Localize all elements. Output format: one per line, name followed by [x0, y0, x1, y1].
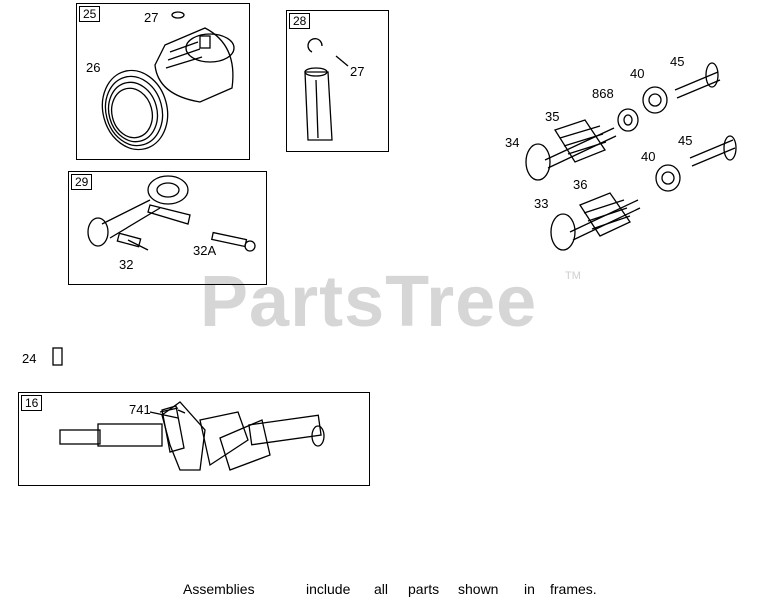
- frame-16-id: 16: [21, 395, 43, 411]
- callout-45-lower: 45: [678, 133, 693, 148]
- connecting-rod-drawing: [87, 175, 256, 252]
- footer-word: Assemblies: [183, 581, 255, 597]
- footer-word: shown: [458, 581, 499, 597]
- footer-word: include: [306, 581, 351, 597]
- leader-741: [177, 409, 186, 414]
- trademark-mark: TM: [565, 270, 581, 282]
- frame-28: 28: [286, 10, 389, 152]
- wrist-pin-drawing: [304, 38, 349, 141]
- frame-16: 16: [18, 392, 370, 486]
- frame-29-id: 29: [71, 174, 93, 190]
- piston-drawing: [154, 11, 235, 103]
- valve-train-drawing: [525, 62, 737, 251]
- callout-741: 741: [129, 402, 151, 417]
- footer-word: in: [524, 581, 535, 597]
- frame-25: 25: [76, 3, 250, 160]
- frame-28-id: 28: [289, 13, 311, 29]
- callout-35: 35: [545, 109, 560, 124]
- callout-27-piston: 27: [144, 10, 159, 25]
- callout-33: 33: [534, 196, 549, 211]
- callout-36: 36: [573, 177, 588, 192]
- callout-24: 24: [22, 351, 37, 366]
- footer-word: all: [374, 581, 389, 597]
- footer-word: frames.: [550, 581, 597, 597]
- callout-34: 34: [505, 135, 520, 150]
- callout-27-pin: 27: [350, 64, 365, 79]
- callout-45-upper: 45: [670, 54, 685, 69]
- crankshaft-drawing: [59, 401, 325, 471]
- callout-32a: 32A: [193, 243, 217, 258]
- callout-868: 868: [592, 86, 614, 101]
- footer-word: parts: [408, 581, 440, 597]
- callout-26: 26: [86, 60, 101, 75]
- callout-40-upper: 40: [630, 66, 645, 81]
- piston-rings-drawing: [101, 69, 169, 151]
- item-24-drawing: [52, 347, 63, 366]
- callout-32: 32: [119, 257, 134, 272]
- frame-25-id: 25: [79, 6, 101, 22]
- watermark-text: PartsTree: [200, 262, 538, 342]
- frame-29: 29: [68, 171, 267, 285]
- callout-40-lower: 40: [641, 149, 656, 164]
